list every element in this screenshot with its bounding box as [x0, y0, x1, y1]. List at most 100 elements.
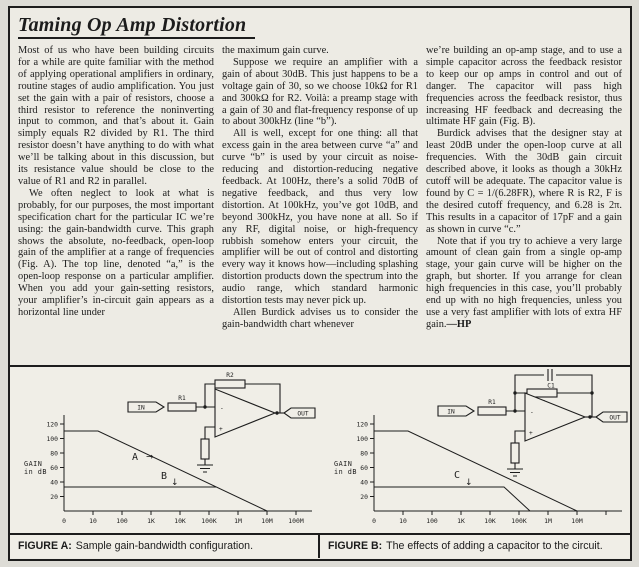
feedback-wire	[204, 383, 281, 413]
article-column-1: Most of us who have been building circui…	[18, 45, 214, 361]
svg-text:1M: 1M	[234, 517, 242, 525]
x-tick-marks	[92, 511, 297, 515]
svg-text:10: 10	[89, 517, 97, 525]
figure-b-caption-text: The effects of adding a capacitor to the…	[386, 539, 603, 552]
output-tag	[283, 407, 316, 419]
y-tick-labels: 120 100 80 60 40 20	[356, 421, 368, 502]
ground-resistor	[510, 442, 520, 464]
figure-a-caption-label: FIGURE A:	[18, 539, 72, 552]
paragraph: Burdick advises that the designer stay a…	[426, 128, 622, 235]
noninverting-input-sign: +	[529, 430, 533, 437]
r1-label: R1	[178, 395, 186, 402]
figure-a-chart: GAIN in dB 120 100 80 60 40 20	[24, 415, 312, 525]
curve-a-label: A	[132, 452, 138, 463]
curve-b-label: B	[161, 471, 167, 482]
ground-icon	[197, 464, 213, 473]
svg-text:120: 120	[46, 421, 58, 429]
article-body: Most of us who have been building circui…	[18, 45, 622, 361]
paragraph: Suppose we require an amplifier with a g…	[222, 56, 418, 128]
svg-text:1K: 1K	[147, 517, 155, 525]
paragraph: Most of us who have been building circui…	[18, 45, 214, 187]
paragraph: we’re building an op-amp stage, and to u…	[426, 45, 622, 128]
y-tick-labels: 120 100 80 60 40 20	[46, 421, 58, 502]
figure-a-circuit: IN R1 R2 - +	[127, 372, 316, 473]
input-tag	[127, 401, 166, 413]
output-label: OUT	[609, 415, 620, 422]
r2-label: R2	[226, 372, 234, 379]
author-initials: —HP	[446, 318, 472, 330]
figure-b-caption: FIGURE B: The effects of adding a capaci…	[320, 535, 630, 558]
r2-resistor	[214, 379, 246, 389]
svg-text:10K: 10K	[174, 517, 186, 525]
curve-b-arrow-icon: ↓	[171, 478, 179, 488]
noninverting-input-sign: +	[219, 426, 223, 433]
x-tick-labels: 0 10 100 1K 10K 100K 1M 10M 100M	[62, 517, 304, 525]
article-column-3: we’re building an op-amp stage, and to u…	[426, 45, 622, 361]
branch-dot-left	[513, 391, 517, 395]
page-title: Taming Op Amp Distortion	[18, 14, 247, 36]
svg-text:10K: 10K	[484, 517, 496, 525]
curve-c-arrow-icon: ↓	[465, 478, 473, 488]
input-label: IN	[447, 409, 455, 416]
svg-text:120: 120	[356, 421, 368, 429]
article-column-2: the maximum gain curve. Suppose we requi…	[222, 45, 418, 361]
svg-text:100: 100	[426, 517, 438, 525]
y-axis-title-line2: in dB	[24, 468, 47, 476]
svg-text:1M: 1M	[544, 517, 552, 525]
r1-label: R1	[488, 399, 496, 406]
svg-text:60: 60	[360, 464, 368, 472]
y-tick-marks	[370, 423, 374, 497]
paragraph: We often neglect to look at what is prob…	[18, 187, 214, 318]
r1-resistor	[167, 402, 197, 412]
curve-c-label: C	[454, 470, 460, 481]
svg-text:100: 100	[46, 435, 58, 443]
svg-text:100: 100	[356, 435, 368, 443]
curve-a-arrow-icon: →	[146, 453, 154, 463]
input-label: IN	[137, 405, 145, 412]
svg-text:10: 10	[399, 517, 407, 525]
figures-section: IN R1 R2 - +	[10, 365, 630, 558]
inverting-input-sign: -	[530, 409, 534, 416]
paragraph: the maximum gain curve.	[222, 45, 329, 56]
svg-text:40: 40	[360, 479, 368, 487]
figure-a-caption: FIGURE A: Sample gain-bandwidth configur…	[10, 535, 320, 558]
paragraph-text: Note that if you try to achieve a very l…	[426, 235, 622, 330]
svg-text:100K: 100K	[201, 517, 217, 525]
figure-a-diagram: IN R1 R2 - +	[24, 372, 316, 525]
svg-text:1K: 1K	[457, 517, 465, 525]
y-axis-title-line2: in dB	[334, 468, 357, 476]
svg-text:40: 40	[50, 479, 58, 487]
svg-text:100M: 100M	[288, 517, 304, 525]
c1-capacitor	[547, 369, 553, 381]
capacitor-gain-curve	[374, 486, 531, 512]
ground-icon	[507, 468, 523, 477]
feedback-wire	[514, 374, 593, 417]
c1-label: C1	[547, 383, 555, 390]
svg-text:0: 0	[62, 517, 66, 525]
paragraph: Allen Burdick advises us to consider the…	[222, 306, 418, 330]
figure-captions: FIGURE A: Sample gain-bandwidth configur…	[10, 533, 630, 558]
opamp-triangle	[524, 392, 587, 442]
open-loop-curve	[374, 430, 578, 512]
opamp-triangle	[214, 388, 277, 438]
y-axis-title-line1: GAIN	[24, 460, 42, 468]
title-underline	[18, 37, 255, 39]
open-loop-curve	[64, 430, 268, 512]
r2-resistor	[526, 388, 558, 398]
ground-resistor	[200, 438, 210, 460]
svg-text:100: 100	[116, 517, 128, 525]
svg-text:80: 80	[360, 450, 368, 458]
paragraph: Note that if you try to achieve a very l…	[426, 236, 622, 331]
svg-text:80: 80	[50, 450, 58, 458]
x-tick-marks	[402, 511, 607, 515]
paragraph: All is well, except for one thing: all t…	[222, 128, 418, 307]
y-axis-title-line1: GAIN	[334, 460, 352, 468]
inverting-input-sign: -	[220, 405, 224, 412]
figure-b-chart: GAIN in dB 120 100 80 60 40 20	[334, 415, 622, 525]
ground-branch-wire	[514, 430, 525, 469]
svg-text:20: 20	[50, 493, 58, 501]
svg-text:10M: 10M	[261, 517, 273, 525]
svg-text:100K: 100K	[511, 517, 527, 525]
figure-b-circuit: IN R1 C1 R2 - +	[437, 369, 628, 477]
x-tick-labels: 0 10 100 1K 10K 100K 1M 10M	[372, 517, 583, 525]
